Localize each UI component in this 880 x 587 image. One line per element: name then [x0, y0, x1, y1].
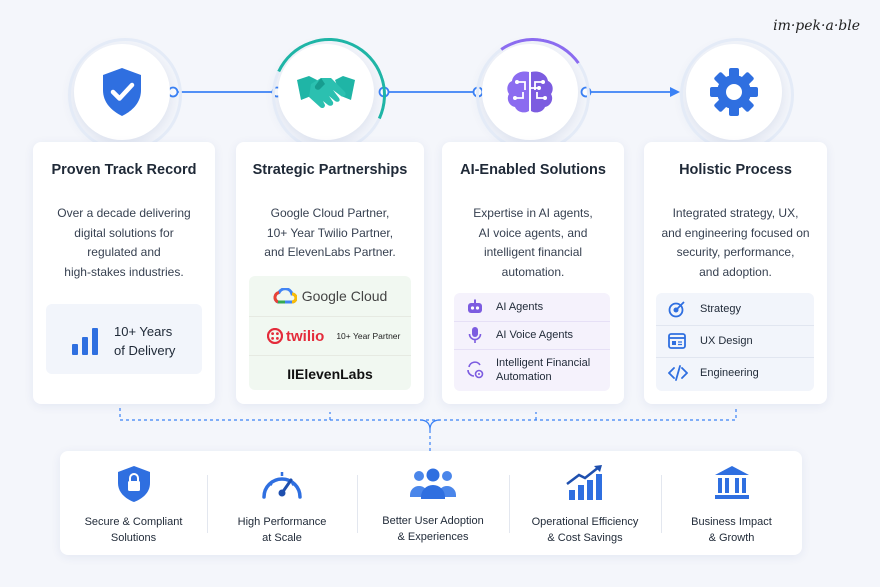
ux-window-icon — [668, 333, 686, 349]
list-item: AI Voice Agents — [454, 321, 610, 350]
users-icon — [410, 468, 456, 499]
card-title: Holistic Process — [679, 162, 792, 178]
benefit-user-adoption: Better User Adoption & Experiences — [357, 451, 509, 555]
gear-circle — [680, 38, 794, 152]
brand-logo: im·pek·a·ble — [773, 18, 860, 34]
ai-brain-icon — [507, 71, 553, 113]
partner-logos-box: Google Cloud twilio 10+ Year Partner IIE… — [249, 276, 411, 390]
card-description: Google Cloud Partner, 10+ Year Twilio Pa… — [264, 206, 396, 259]
list-item: Engineering — [656, 357, 814, 389]
google-cloud-icon — [273, 288, 297, 304]
card-ai-enabled-solutions: AI-Enabled Solutions Expertise in AI age… — [442, 142, 624, 404]
twilio-icon — [267, 328, 283, 344]
process-steps-list: Strategy UX Design Engineering — [656, 293, 814, 391]
card-title: Proven Track Record — [51, 162, 197, 178]
card-title: Strategic Partnerships — [252, 162, 408, 178]
list-item: AI Agents — [454, 293, 610, 322]
twilio-logo: twilio 10+ Year Partner — [249, 317, 411, 356]
handshake-circle — [255, 21, 403, 169]
benefit-high-performance: High Performance at Scale — [207, 451, 357, 555]
elevenlabs-logo: IIElevenLabs — [287, 366, 373, 382]
card-title: AI-Enabled Solutions — [460, 162, 606, 178]
target-icon — [668, 301, 685, 318]
card-holistic-process: Holistic Process Integrated strategy, UX… — [644, 142, 827, 404]
benefits-panel: Secure & Compliant Solutions High Perfor… — [60, 451, 802, 555]
ai-brain-circle — [466, 28, 600, 162]
google-cloud-logo: Google Cloud — [249, 276, 411, 317]
speedometer-icon — [262, 472, 302, 499]
robot-icon — [468, 299, 482, 313]
benefit-operational-efficiency: Operational Efficiency & Cost Savings — [509, 451, 661, 555]
list-item: Intelligent Financial Automation — [454, 349, 610, 391]
card-description: Expertise in AI agents, AI voice agents,… — [473, 206, 593, 279]
bank-building-icon — [714, 466, 749, 499]
code-icon — [668, 365, 688, 381]
bar-chart-icon — [72, 328, 98, 355]
list-item: Strategy — [656, 293, 814, 326]
handshake-icon — [297, 76, 355, 109]
ai-capabilities-list: AI Agents AI Voice Agents Intelligent Fi… — [454, 293, 610, 391]
shield-check-circle — [68, 38, 182, 152]
benefit-secure-compliant: Secure & Compliant Solutions — [60, 451, 207, 555]
lock-shield-icon — [117, 466, 150, 502]
stat-text: 10+ Years of Delivery — [114, 324, 176, 358]
benefit-business-impact: Business Impact & Growth — [661, 451, 802, 555]
twilio-partner-note: 10+ Year Partner — [336, 331, 401, 341]
card-description: Integrated strategy, UX, and engineering… — [661, 206, 810, 279]
growth-chart-icon — [566, 465, 602, 500]
microphone-icon — [468, 327, 482, 343]
stat-box: 10+ Years of Delivery — [46, 304, 202, 374]
card-proven-track-record: Proven Track Record Over a decade delive… — [33, 142, 215, 404]
card-strategic-partnerships: Strategic Partnerships Google Cloud Part… — [236, 142, 424, 404]
automation-gear-icon — [467, 361, 484, 379]
list-item: UX Design — [656, 325, 814, 358]
card-description: Over a decade delivering digital solutio… — [57, 206, 191, 279]
